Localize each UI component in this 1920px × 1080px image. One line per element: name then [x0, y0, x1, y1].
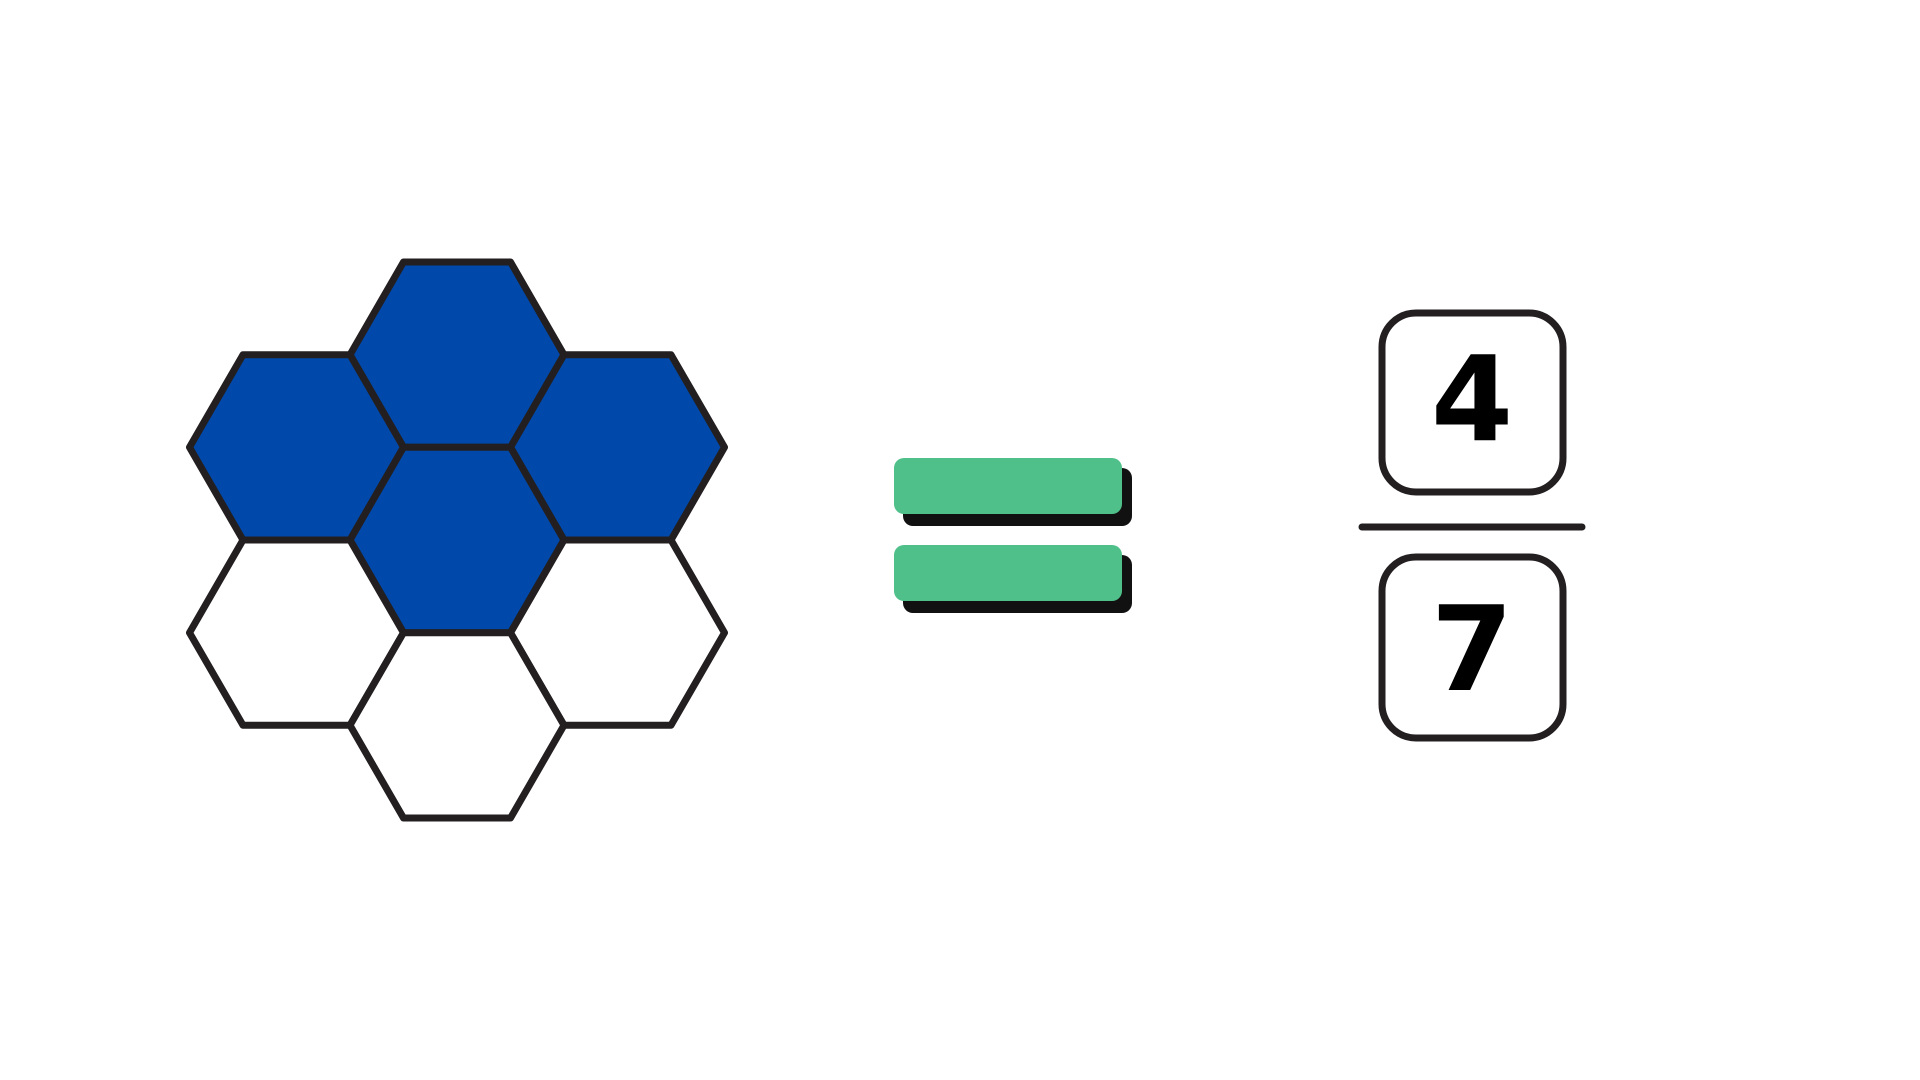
fraction: 4 7 [1358, 309, 1586, 742]
equals-top-bar [894, 458, 1122, 514]
numerator: 4 [1431, 330, 1513, 468]
hex-cell-bottom-unshaded [346, 629, 568, 822]
denominator: 7 [1431, 580, 1513, 718]
hexagon-cluster [186, 258, 728, 822]
denominator-box [1378, 553, 1567, 742]
numerator-box [1378, 309, 1567, 496]
equals-sign [894, 458, 1132, 613]
equals-bottom-bar [894, 545, 1122, 601]
